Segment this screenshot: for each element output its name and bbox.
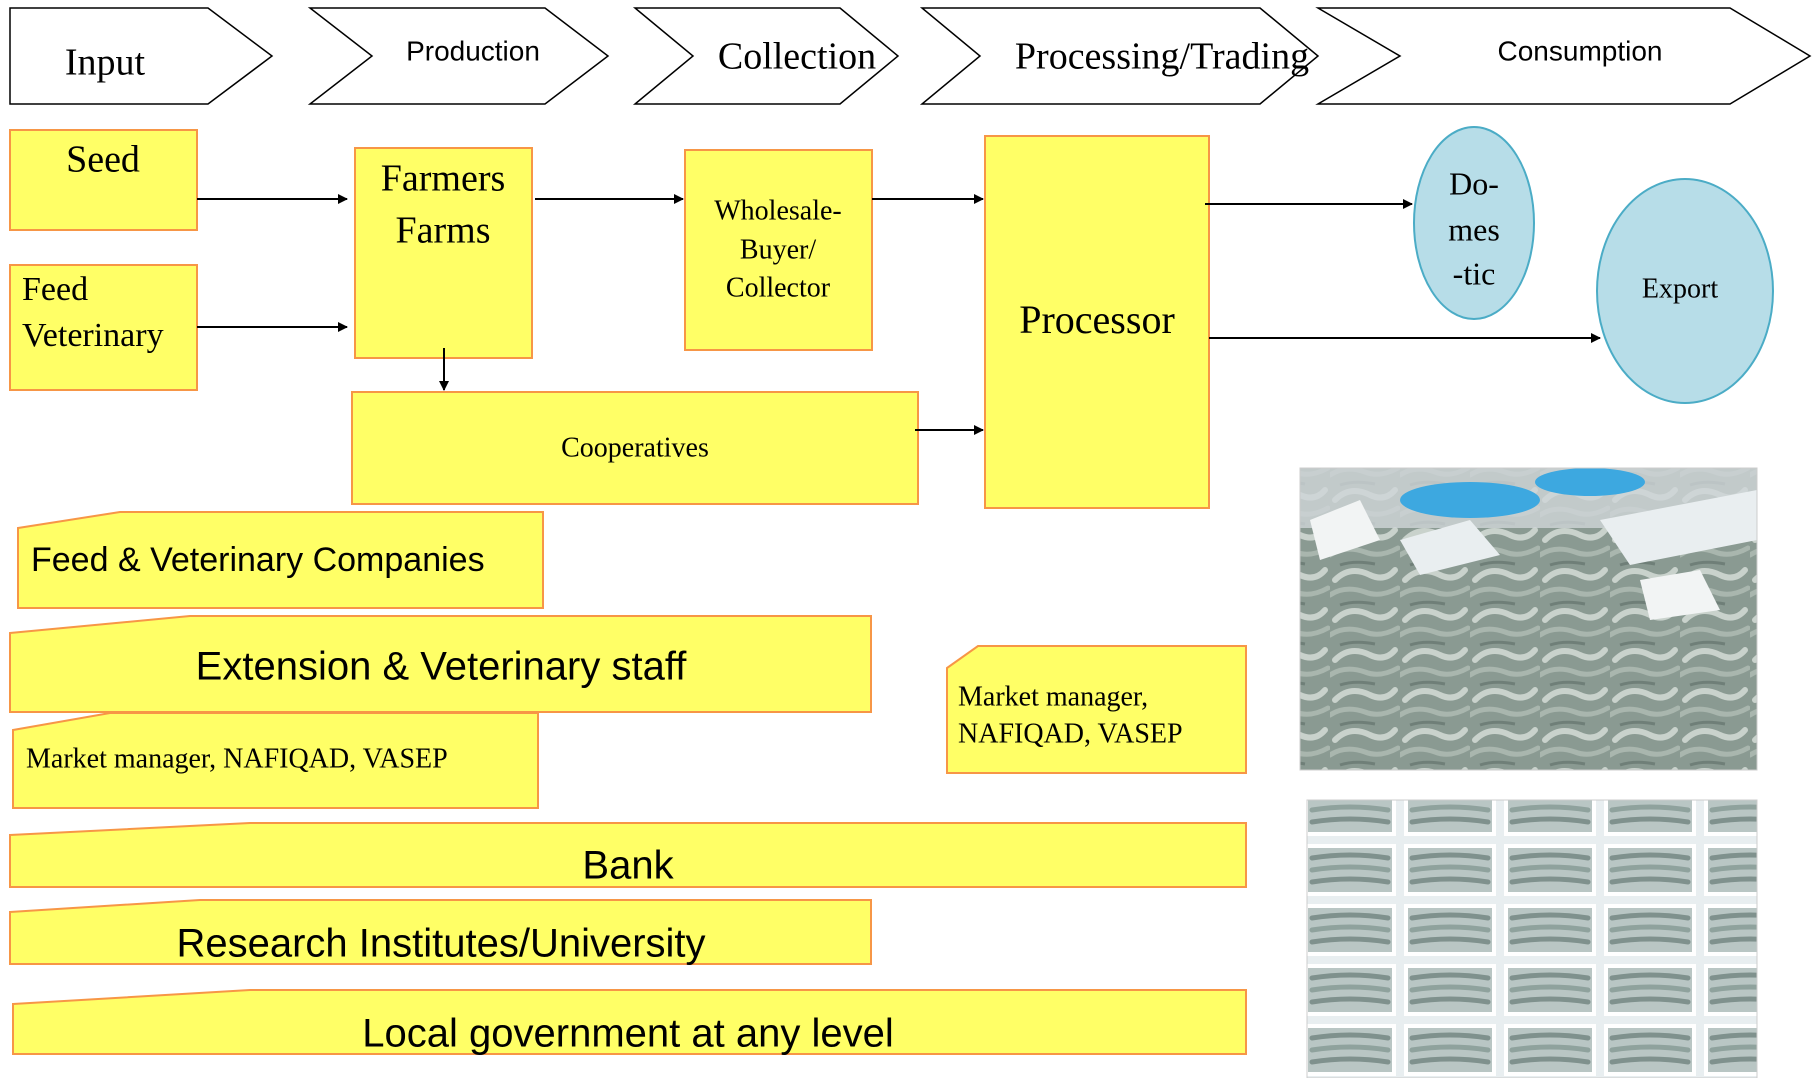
node-label: Wholesale- xyxy=(714,195,842,226)
support-bank: Bank xyxy=(9,822,1247,888)
node-label: Processor xyxy=(1019,297,1175,342)
support-extension-veterinary-staff: Extension & Veterinary staff xyxy=(9,615,872,713)
support-label: NAFIQAD, VASEP xyxy=(958,718,1183,749)
support-label: Local government at any level xyxy=(362,1012,893,1056)
node-label: Seed xyxy=(66,139,140,181)
node-label: Do- xyxy=(1449,165,1499,201)
support-label: Bank xyxy=(582,844,674,888)
node-label: Collector xyxy=(726,272,831,303)
flow-arrows xyxy=(197,194,1601,435)
stage-label: Input xyxy=(65,42,146,84)
support-research-institutes: Research Institutes/University xyxy=(9,899,872,966)
node-feed-veterinary: Feed Veterinary xyxy=(9,264,198,391)
node-export: Export xyxy=(1596,178,1774,404)
node-label: Farmers xyxy=(381,158,506,200)
node-label: -tic xyxy=(1453,255,1496,291)
support-feed-veterinary-companies: Feed & Veterinary Companies xyxy=(17,511,544,609)
node-label: Farms xyxy=(396,210,491,252)
support-market-manager-right: Market manager, NAFIQAD, VASEP xyxy=(946,645,1247,774)
node-label: Buyer/ xyxy=(740,234,816,265)
stage-label: Production xyxy=(406,35,540,66)
node-label: Feed xyxy=(22,271,88,308)
photo-packed-shrimp-trays xyxy=(1306,799,1758,1078)
node-farmers-farms: Farmers Farms xyxy=(354,147,533,359)
stage-chevron-collection: Collection xyxy=(632,7,900,105)
stage-chevron-consumption: Consumption xyxy=(1315,7,1812,105)
node-domestic: Do- mes -tic xyxy=(1413,126,1535,320)
support-label: Market manager, xyxy=(958,681,1148,712)
node-label: Export xyxy=(1642,273,1718,304)
node-label: Cooperatives xyxy=(561,432,709,463)
node-wholesale-buyer-collector: Wholesale- Buyer/ Collector xyxy=(684,149,873,351)
node-seed: Seed xyxy=(9,129,198,231)
stage-chevron-production: Production xyxy=(307,7,610,105)
support-label: Research Institutes/University xyxy=(176,922,705,966)
photo-shrimp-sorting xyxy=(1299,467,1758,771)
node-label: mes xyxy=(1448,211,1500,247)
support-local-government: Local government at any level xyxy=(12,989,1247,1056)
node-cooperatives: Cooperatives xyxy=(351,391,919,505)
stage-label: Consumption xyxy=(1498,35,1663,66)
stage-chevron-processing-trading: Processing/Trading xyxy=(919,7,1320,105)
support-label: Extension & Veterinary staff xyxy=(196,645,688,689)
node-label: Veterinary xyxy=(22,317,164,354)
support-label: Feed & Veterinary Companies xyxy=(31,541,485,579)
stage-chevron-input: Input xyxy=(9,7,274,105)
support-label: Market manager, NAFIQAD, VASEP xyxy=(26,743,448,774)
node-processor: Processor xyxy=(984,135,1210,509)
support-market-manager-left: Market manager, NAFIQAD, VASEP xyxy=(12,712,539,809)
stage-label: Collection xyxy=(718,36,876,78)
stage-label: Processing/Trading xyxy=(1015,36,1309,78)
